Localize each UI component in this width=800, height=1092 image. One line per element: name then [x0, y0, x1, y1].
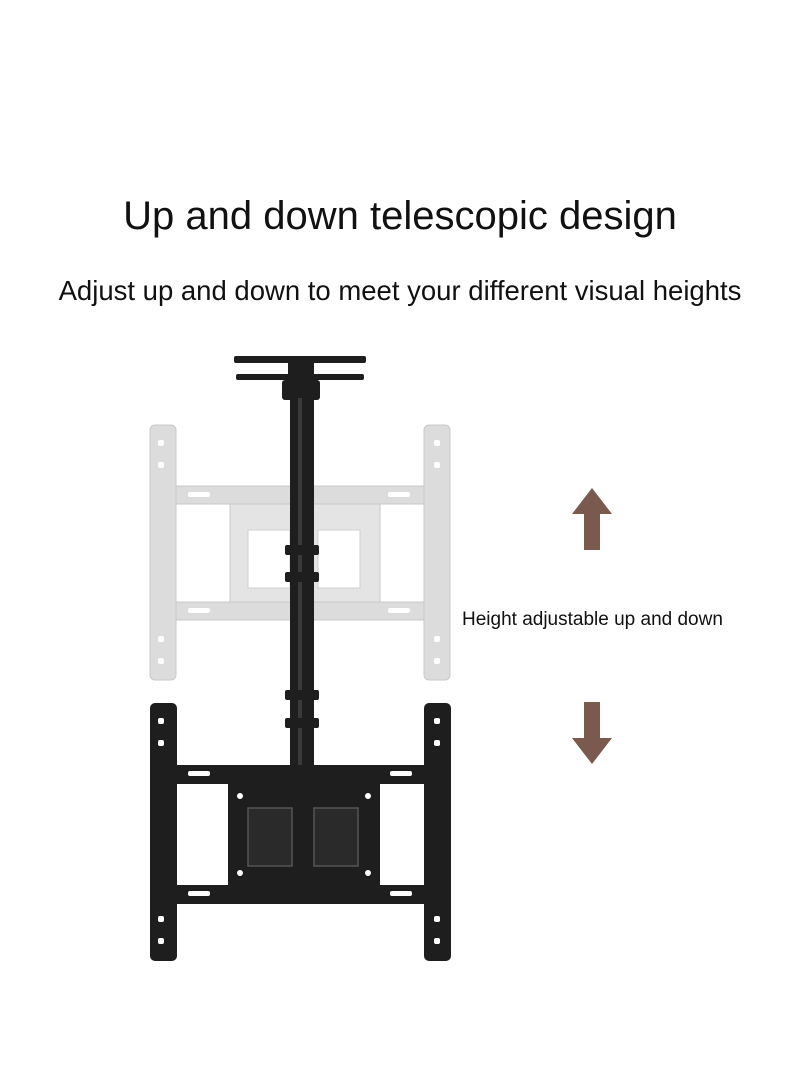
page-title: Up and down telescopic design [123, 194, 677, 238]
arrow-up-icon [572, 488, 612, 550]
arrow-down-icon [572, 702, 612, 764]
mount-raised-position-ghost [149, 424, 451, 681]
telescopic-pole [285, 398, 319, 768]
height-adjustable-callout: Height adjustable up and down [462, 609, 723, 630]
ceiling-plate [234, 356, 366, 400]
page-subtitle: Adjust up and down to meet your differen… [58, 275, 742, 306]
